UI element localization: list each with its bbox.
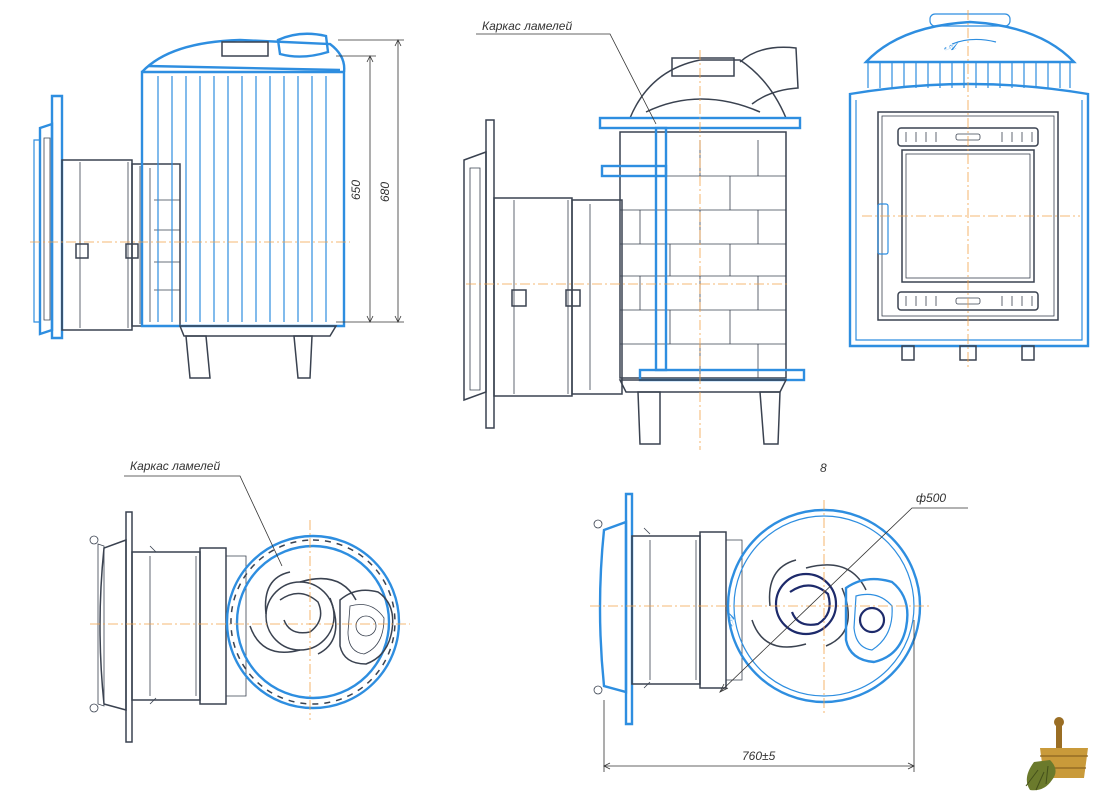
- slat-marks-ring: [230, 539, 396, 705]
- swirl-fan-left: [249, 571, 357, 655]
- front-logo-script: 𝒜: [944, 38, 960, 53]
- top-view-right: 𝒜 ф500 760±5: [590, 491, 968, 772]
- swirl-fan-right: [751, 559, 867, 648]
- side-view-brick: Каркас ламелей: [463, 19, 806, 450]
- diameter-label: ф500: [916, 491, 946, 505]
- frame-label-bottom: Каркас ламелей: [130, 459, 220, 473]
- width-label: 760±5: [742, 749, 776, 763]
- front-view: 𝒜: [848, 10, 1090, 370]
- height-680-label: 680: [378, 182, 392, 202]
- frame-label-top: Каркас ламелей: [482, 19, 572, 33]
- stray-mark: 8: [820, 461, 827, 475]
- top-view-left: Каркас ламелей: [89, 459, 410, 743]
- body-logo-script: 𝒜: [721, 609, 739, 627]
- side-view-left: 650 680: [30, 32, 404, 379]
- side-view-slats: [157, 76, 327, 322]
- bath-bucket-with-broom-icon: [1025, 717, 1088, 791]
- height-650-label: 650: [349, 180, 363, 200]
